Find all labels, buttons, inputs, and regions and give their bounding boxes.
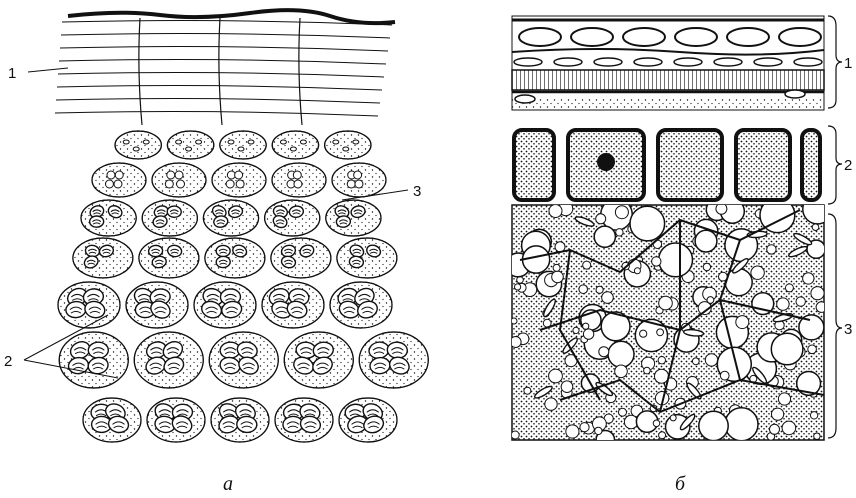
panel-b-caption: б [675,473,686,495]
panel-a-label-3: 3 [413,183,421,200]
panel-b-starch-parenchyma [506,195,832,449]
panel-b-subepidermal-cells [512,126,824,206]
panel-b-brace-3 [828,214,842,438]
panel-b-label-1: 1 [844,55,852,72]
panel-a-caption: а [223,473,233,495]
panel-b-brace-1 [828,16,842,108]
panel-b-brace-2 [828,126,842,204]
panel-a-label-2: 2 [4,353,12,370]
panel-a-leader-1 [28,68,68,72]
panel-b-label-2: 2 [844,157,852,174]
panel-a-cork-layer [55,18,392,125]
panel-a-drawing: 1 2 3 а [4,10,428,495]
panel-b-label-3: 3 [844,321,852,338]
panel-b-drawing: 1 2 3 б [506,16,852,495]
panel-b-epidermis-layer [512,16,824,110]
panel-a-label-1: 1 [8,65,16,82]
panel-a-storage-cells [58,131,428,442]
